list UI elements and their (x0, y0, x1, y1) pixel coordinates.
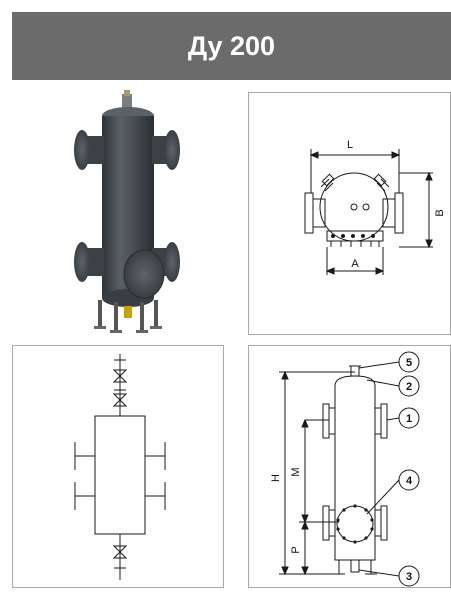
dim-label-h: H (270, 474, 282, 482)
top-view-drawing: L A B (304, 139, 446, 275)
front-view-drawing: H M P 5 2 1 4 3 (270, 351, 420, 587)
callout-label: 3 (406, 571, 412, 583)
header-bar: Ду 200 (12, 12, 451, 80)
schematic-panel (12, 345, 224, 588)
dim-label-a: A (351, 258, 359, 270)
callout-label: 2 (406, 381, 412, 393)
schematic-drawing (74, 354, 166, 580)
callout-label: 4 (406, 475, 413, 487)
dim-label-b: B (434, 209, 446, 216)
separator-3d-image (74, 90, 180, 333)
page-title: Ду 200 (187, 31, 276, 61)
top-view-panel: L A B (248, 92, 451, 335)
callout-label: 1 (406, 413, 412, 425)
callout-label: 5 (406, 357, 412, 369)
dim-label-p: P (290, 546, 302, 553)
dim-label-m: M (290, 467, 302, 476)
render-3d-panel (48, 88, 238, 338)
dim-label-l: L (347, 139, 353, 151)
front-view-panel: H M P 5 2 1 4 3 (248, 345, 451, 588)
